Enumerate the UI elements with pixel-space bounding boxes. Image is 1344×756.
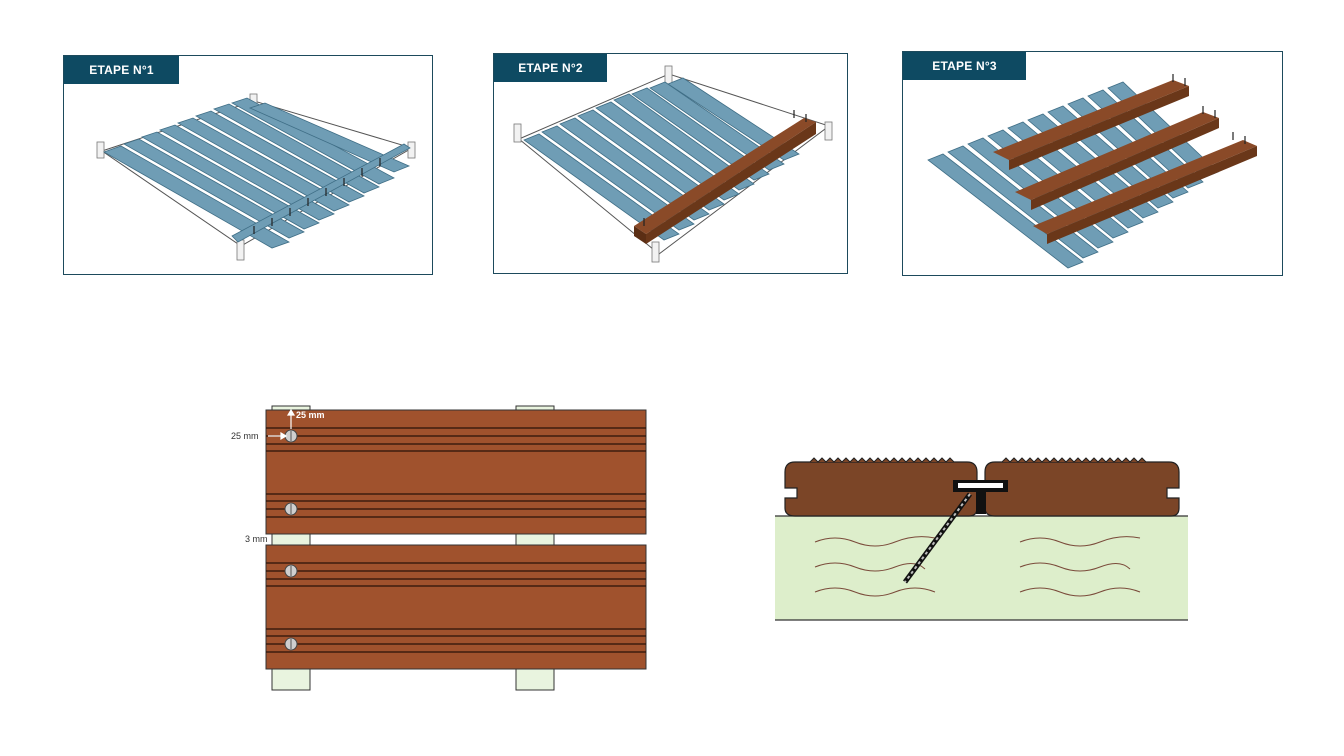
step-3-illustration xyxy=(927,74,1257,269)
screw xyxy=(902,492,973,584)
hidden-clip xyxy=(953,480,1008,514)
step-3-panel: ETAPE N°3 xyxy=(902,51,1283,276)
gap-label: 3 mm xyxy=(245,534,268,544)
step-1-panel: ETAPE N°1 xyxy=(63,55,433,275)
edge-offset-top-label: 25 mm xyxy=(296,410,325,420)
step-2-panel: ETAPE N°2 xyxy=(493,53,848,274)
step-3-label: ETAPE N°3 xyxy=(903,52,1026,80)
step-1-illustration xyxy=(96,93,416,261)
step-2-illustration xyxy=(513,65,833,263)
step-1-label: ETAPE N°1 xyxy=(64,56,179,84)
step-2-label: ETAPE N°2 xyxy=(494,54,607,82)
deck-board-top xyxy=(265,409,647,535)
deck-board-bottom xyxy=(265,544,647,670)
joists xyxy=(103,97,411,249)
edge-offset-side-label: 25 mm xyxy=(231,431,259,441)
boards xyxy=(993,80,1257,244)
board-profile-right xyxy=(984,461,1180,517)
joist-section xyxy=(775,516,1188,620)
board-spacing-detail: 25 mm 25 mm 3 mm xyxy=(231,405,647,691)
first-board xyxy=(634,118,816,244)
board-profile-left xyxy=(784,461,978,517)
hidden-fastener-section xyxy=(775,457,1188,621)
